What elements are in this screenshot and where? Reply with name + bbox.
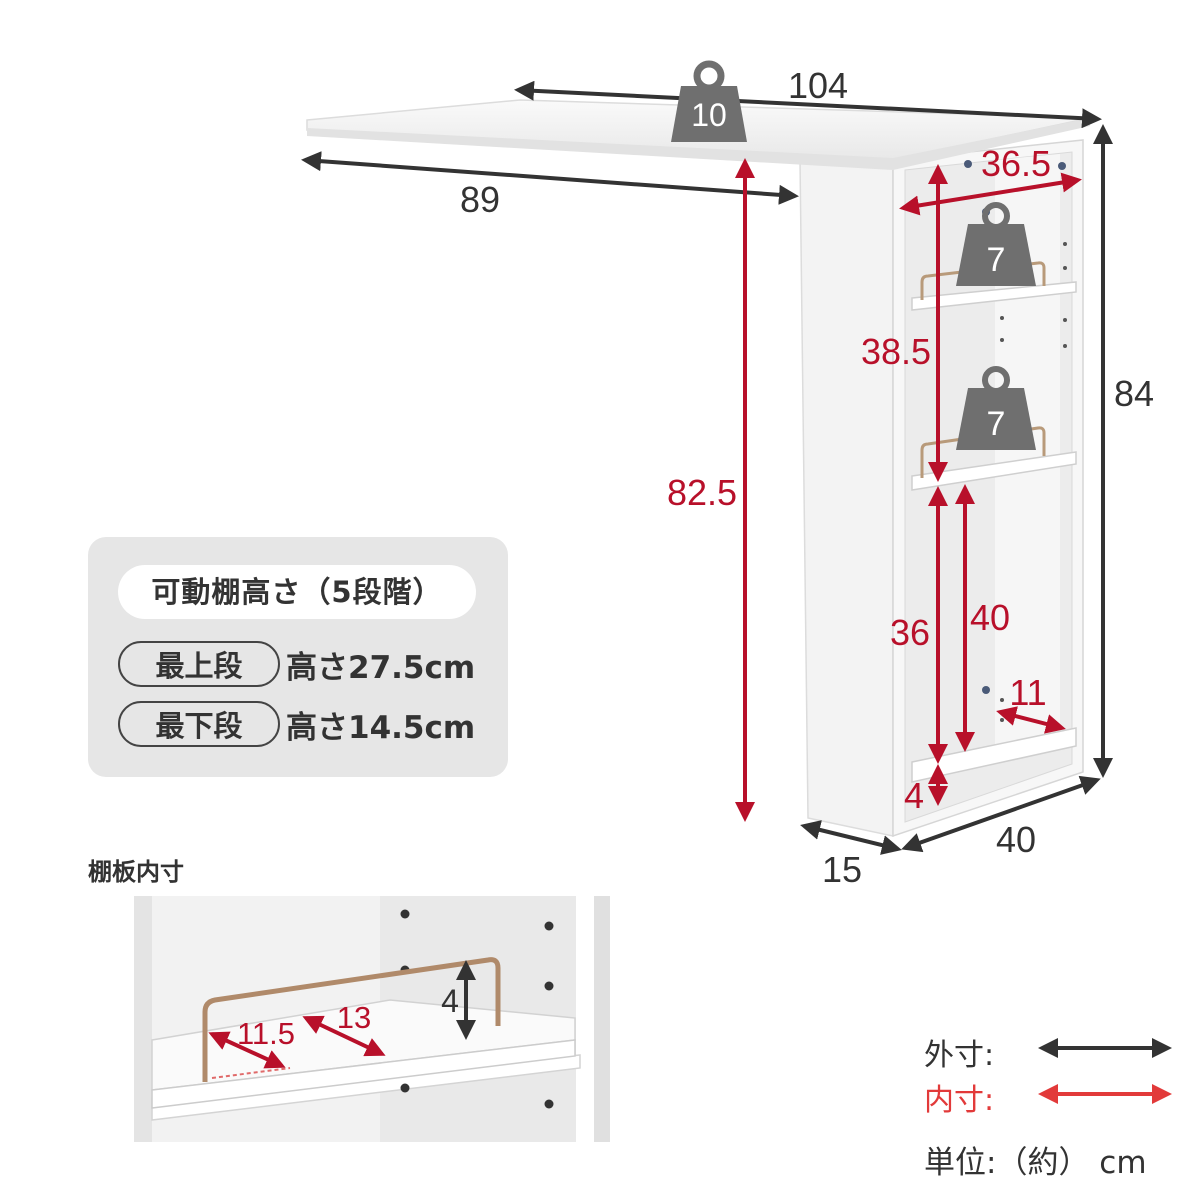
legend-inner: 内寸: bbox=[924, 1075, 1034, 1119]
weight-body bbox=[956, 388, 1036, 450]
detail-depth-front-arrow bbox=[208, 1031, 286, 1069]
detail-depth-back-label: 13 bbox=[337, 1000, 371, 1035]
label-upper-section: 38.5 bbox=[861, 331, 931, 372]
outer-dimension-lines bbox=[301, 80, 1113, 855]
detail-depth-back-arrow bbox=[302, 1015, 386, 1057]
adjustable-shelf-title: 可動棚高さ（5段階） bbox=[118, 565, 476, 619]
top-width-arrow bbox=[514, 80, 1102, 129]
label-lower-inner: 36 bbox=[890, 612, 930, 653]
weight-label-top: 10 bbox=[691, 97, 727, 133]
detail-guard-base bbox=[211, 1067, 291, 1079]
adjustable-shelf-panel: 可動棚高さ（5段階） 最上段 高さ27.5cm 最下段 高さ14.5cm bbox=[88, 537, 508, 777]
shelf-row-top-value: 高さ27.5cm bbox=[286, 649, 476, 686]
label-base-clearance: 4 bbox=[904, 775, 924, 816]
shelf-middle bbox=[911, 451, 1077, 491]
label-base-depth: 15 bbox=[822, 849, 862, 890]
shelf-row-top-label: 最上段 bbox=[118, 641, 280, 687]
label-lower-section: 40 bbox=[970, 597, 1010, 638]
weight-icon-shelf-upper: 7 bbox=[956, 202, 1036, 286]
detail-right-edge bbox=[576, 896, 594, 1142]
detail-guard-height-label: 4 bbox=[441, 983, 459, 1019]
shelf-row-bottom: 最下段 高さ14.5cm bbox=[118, 699, 475, 749]
legend-inner-label: 内寸: bbox=[924, 1083, 995, 1118]
inner-dimension-lines bbox=[735, 158, 1082, 822]
detail-guard-rail bbox=[202, 957, 501, 1082]
detail-depth-front-label: 11.5 bbox=[237, 1016, 295, 1051]
weight-label-shelf-middle: 7 bbox=[987, 405, 1006, 443]
top-depth-arrow bbox=[301, 151, 799, 205]
table-top-edge bbox=[307, 118, 1090, 170]
shelf-row-top: 最上段 高さ27.5cm bbox=[118, 639, 475, 689]
weight-body bbox=[671, 86, 747, 142]
label-top-depth: 89 bbox=[460, 179, 500, 220]
label-base-width: 40 bbox=[996, 819, 1036, 860]
detail-pin-holes bbox=[400, 909, 554, 1109]
label-height-under-top: 82.5 bbox=[667, 472, 737, 513]
detail-right-frame bbox=[594, 896, 610, 1142]
lower-shelf-depth-arrow bbox=[996, 706, 1066, 734]
weight-icon-top: 10 bbox=[671, 60, 747, 142]
base-width-arrow bbox=[901, 775, 1101, 853]
shelf-row-bottom-value: 高さ14.5cm bbox=[286, 709, 476, 746]
label-inner-width: 36.5 bbox=[981, 143, 1051, 184]
detail-shelf-front bbox=[151, 1039, 576, 1109]
label-total-height: 84 bbox=[1114, 373, 1154, 414]
weight-icon-shelf-middle: 7 bbox=[956, 366, 1036, 450]
legend-outer-label: 外寸: bbox=[924, 1038, 995, 1073]
label-lower-shelf-depth: 11 bbox=[1009, 672, 1046, 713]
shelf-detail-caption: 棚板内寸 bbox=[88, 858, 184, 886]
label-top-width: 104 bbox=[788, 65, 848, 106]
shelf-row-bottom-label: 最下段 bbox=[118, 701, 280, 747]
shelf-upper bbox=[911, 281, 1077, 311]
weight-label-shelf-upper: 7 bbox=[987, 241, 1006, 279]
shelf-detail-illustration: 4 11.5 13 bbox=[88, 896, 610, 1142]
dimension-labels: 104 89 84 15 40 82.5 36.5 38.5 36 40 4 1… bbox=[460, 65, 1154, 890]
base-depth-arrow bbox=[800, 820, 902, 855]
detail-left-edge bbox=[134, 896, 152, 1142]
weight-body bbox=[956, 224, 1036, 286]
cabinet-back-wall bbox=[995, 154, 1060, 750]
detail-left-frame bbox=[88, 896, 134, 1142]
cabinet-side-panel bbox=[799, 159, 894, 837]
shelf-bottom bbox=[911, 727, 1077, 783]
weight-ring bbox=[693, 60, 725, 92]
legend-unit: 単位:（約） cm bbox=[924, 1145, 1147, 1181]
legend-outer: 外寸: bbox=[924, 1030, 1034, 1074]
